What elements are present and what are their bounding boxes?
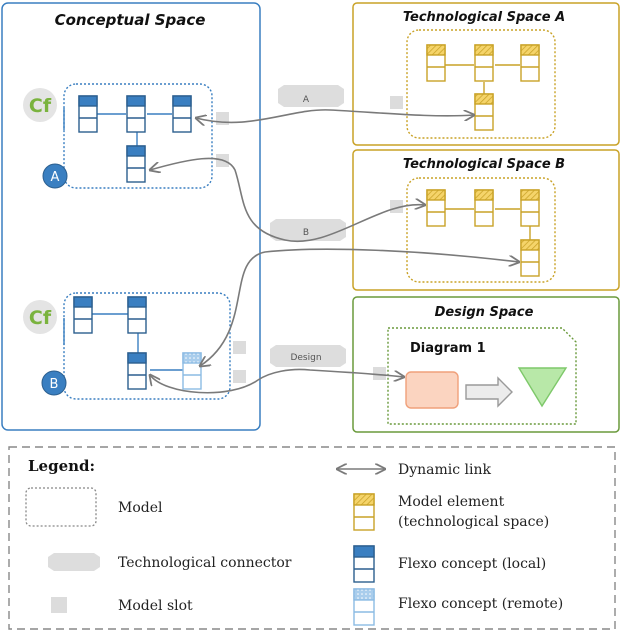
model-1-links xyxy=(97,113,172,146)
tech-a-element xyxy=(474,93,494,131)
tech-a-element xyxy=(426,44,446,82)
flexo-concept-local xyxy=(172,95,192,133)
diagram-1-frame xyxy=(387,327,577,425)
legend-flexo-remote-icon xyxy=(353,588,375,626)
legend-flexo-remote-label: Flexo concept (remote) xyxy=(398,596,563,612)
tech-connector-b-label: B xyxy=(303,228,309,238)
flexo-concept-local xyxy=(73,296,93,334)
diagram-arrow-shape xyxy=(465,376,513,408)
dynamic-link-b-upper xyxy=(150,157,425,243)
tech-b-model xyxy=(406,177,556,283)
model-slot xyxy=(390,96,403,109)
tech-b-element xyxy=(520,189,540,227)
legend-model-label: Model xyxy=(118,500,163,516)
tech-b-element xyxy=(520,239,540,277)
legend-connector-label: Technological connector xyxy=(118,555,292,571)
flexo-concept-local xyxy=(126,145,146,183)
dynamic-link-design xyxy=(150,368,404,394)
tech-a-element xyxy=(520,44,540,82)
tech-connector-design-label: Design xyxy=(290,353,321,363)
conceptual-space-title: Conceptual Space xyxy=(55,11,206,29)
legend-model-element-icon xyxy=(353,493,375,531)
virtual-model-badge-a: A xyxy=(42,163,68,189)
legend-box xyxy=(8,446,616,630)
tech-a-model xyxy=(406,29,556,139)
openflexo-logo-icon: Cf xyxy=(23,88,57,122)
model-slot xyxy=(233,370,246,383)
legend-flexo-local-icon xyxy=(353,545,375,583)
model-slot xyxy=(373,367,386,380)
flexo-concept-remote xyxy=(182,352,202,390)
diagram-1-label: Diagram 1 xyxy=(410,341,486,356)
svg-text:A: A xyxy=(51,170,60,185)
design-space-title: Design Space xyxy=(435,305,534,320)
tech-space-b-title: Technological Space B xyxy=(403,157,565,172)
legend-flexo-local-label: Flexo concept (local) xyxy=(398,556,546,572)
tech-b-links xyxy=(445,208,531,240)
model-2-links xyxy=(92,313,183,371)
legend-slot-label: Model slot xyxy=(118,598,193,614)
legend-model-element-label-1: Model element xyxy=(398,494,505,510)
flexo-concept-local xyxy=(78,95,98,133)
tech-connector-a-label: A xyxy=(303,95,310,105)
legend-model-element-label-2: (technological space) xyxy=(398,514,549,530)
tech-connector-a xyxy=(278,85,344,107)
model-slot xyxy=(233,341,246,354)
tech-b-element xyxy=(474,189,494,227)
flexo-concept-local xyxy=(126,95,146,133)
legend-slot-icon xyxy=(51,597,67,613)
diagram-triangle-shape xyxy=(517,367,568,408)
logo-text: Cf xyxy=(29,95,52,117)
flexo-concept-local xyxy=(127,296,147,334)
legend-title: Legend: xyxy=(28,457,95,475)
flexo-concept-local xyxy=(127,352,147,390)
tech-b-element xyxy=(426,189,446,227)
tech-a-element xyxy=(474,44,494,82)
dynamic-link-b-lower xyxy=(200,248,519,366)
tech-space-a-title: Technological Space A xyxy=(403,10,565,25)
legend-dynamic-link-label: Dynamic link xyxy=(398,462,492,478)
virtual-model-badge-b: B xyxy=(41,370,67,396)
tech-a-links xyxy=(445,64,520,94)
diagram-shape-rectangle xyxy=(405,371,459,409)
openflexo-logo-icon: Cf xyxy=(23,300,57,334)
conceptual-model-1 xyxy=(63,83,213,189)
logo-text: Cf xyxy=(29,307,52,329)
legend-model-icon xyxy=(25,487,97,527)
dynamic-link-a xyxy=(196,109,474,123)
tech-space-a-box xyxy=(352,2,620,146)
conceptual-space-box xyxy=(1,2,261,431)
svg-text:B: B xyxy=(50,377,59,392)
legend-connector-icon xyxy=(48,553,100,571)
